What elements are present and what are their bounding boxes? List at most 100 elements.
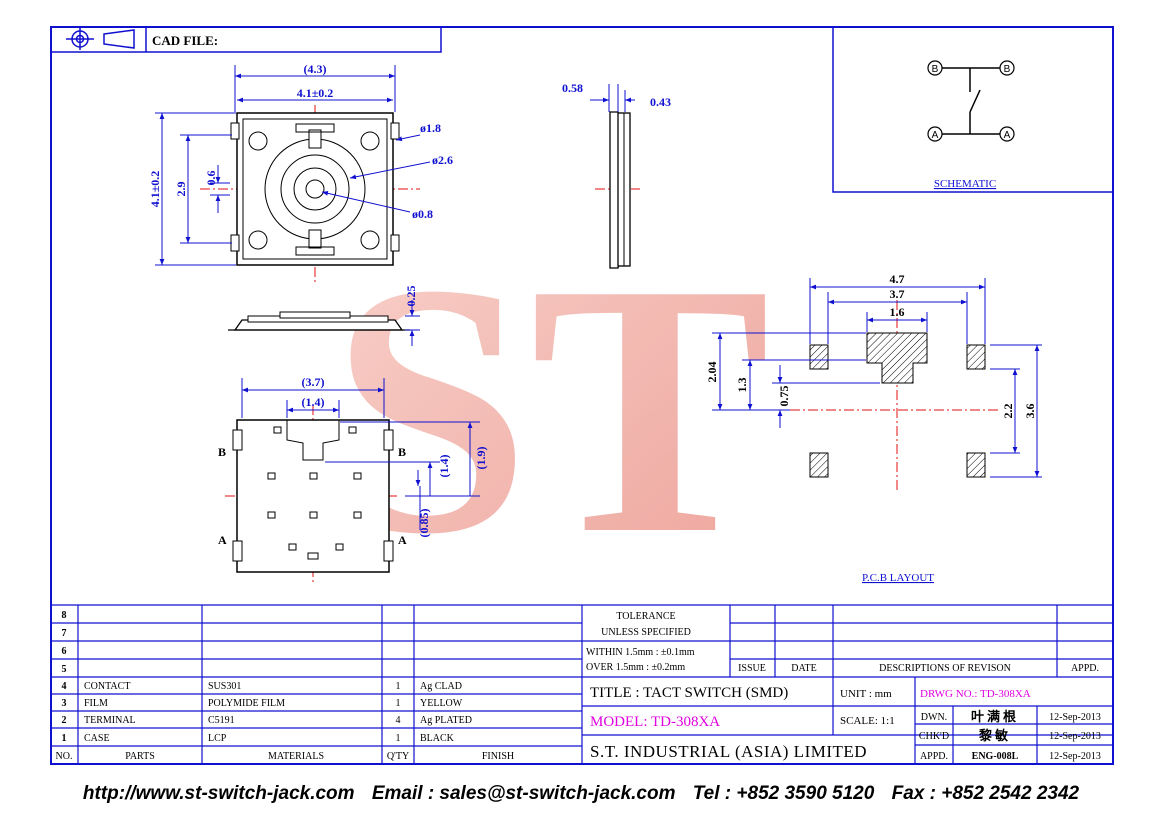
website-link[interactable]: http://www.st-switch-jack.com bbox=[82, 783, 355, 804]
dim-pcb-2-2: 2.2 bbox=[1001, 404, 1015, 419]
revision-block: TOLERANCE UNLESS SPECIFIED WITHIN 1.5mm … bbox=[582, 605, 1113, 677]
dim-pcb-3-6: 3.6 bbox=[1023, 404, 1037, 419]
side-view: 0.58 0.43 bbox=[562, 81, 671, 269]
pin-b-label: B bbox=[1004, 64, 1011, 75]
bom-header-finish: FINISH bbox=[482, 751, 514, 762]
dwn-date: 12-Sep-2013 bbox=[1049, 712, 1101, 723]
st-watermark: ST bbox=[330, 209, 770, 608]
bom-cell-finish: Ag PLATED bbox=[420, 715, 472, 726]
dim-pcb-2-04: 2.04 bbox=[705, 362, 719, 383]
dwn-name: 叶满根 bbox=[971, 709, 1019, 724]
pin-label-b-left: B bbox=[218, 445, 226, 459]
dim-front-terminal-span: 2.9 bbox=[174, 182, 188, 197]
contact-footer: http://www.st-switch-jack.com Email : sa… bbox=[0, 774, 1162, 818]
pin-a-left: A bbox=[927, 126, 943, 142]
dim-front-width-ref: (4.3) bbox=[304, 62, 327, 76]
bom-cell-part: CASE bbox=[84, 733, 110, 744]
pin-a-right: A bbox=[999, 126, 1015, 142]
dim-dia-0-8: ø0.8 bbox=[412, 207, 433, 221]
dim-pcb-1-6: 1.6 bbox=[890, 305, 905, 319]
pin-a-label: A bbox=[932, 130, 939, 141]
dim-pcb-0-75: 0.75 bbox=[777, 386, 791, 407]
dwn-label: DWN. bbox=[921, 712, 947, 723]
bom-cell-no: 6 bbox=[62, 646, 67, 657]
company-name: S.T. INDUSTRIAL (ASIA) LIMITED bbox=[590, 742, 867, 761]
bom-header-qty: Q'TY bbox=[387, 751, 409, 762]
bottom-view: (3.7) (1.4) (1.4) (1.9) (0.85) B B A A bbox=[218, 375, 488, 585]
pin-b-label: B bbox=[932, 64, 939, 75]
dim-pcb-4-7: 4.7 bbox=[890, 272, 905, 286]
bom-cell-no: 1 bbox=[62, 733, 67, 744]
cad-file-label: CAD FILE: bbox=[152, 33, 218, 48]
pin-a-label: A bbox=[1004, 130, 1011, 141]
tolerance-subtitle: UNLESS SPECIFIED bbox=[601, 627, 691, 638]
technical-drawing: CAD FILE: ST B B A A SCHEMATIC bbox=[50, 26, 1114, 765]
revision-date-header: DATE bbox=[791, 663, 817, 674]
scale-text: SCALE: 1:1 bbox=[840, 715, 895, 727]
bom-cell-material: SUS301 bbox=[208, 681, 241, 692]
tolerance-over: OVER 1.5mm : ±0.2mm bbox=[586, 662, 685, 673]
bom-cell-finish: Ag CLAD bbox=[420, 681, 462, 692]
tolerance-title: TOLERANCE bbox=[616, 611, 675, 622]
appd-date: 12-Sep-2013 bbox=[1049, 751, 1101, 762]
bom-table: 8 7 6 5 4 CONTACT SUS301 1 Ag CLAD 3 FILM POLYMIDE … bbox=[51, 604, 1113, 764]
chk-date: 12-Sep-2013 bbox=[1049, 731, 1101, 742]
bom-cell-material: POLYMIDE FILM bbox=[208, 698, 285, 709]
fax: Fax : +852 2542 2342 bbox=[891, 783, 1080, 804]
bom-header-materials: MATERIALS bbox=[268, 751, 324, 762]
watermark-text: ST bbox=[330, 209, 770, 608]
pin-label-a-left: A bbox=[218, 533, 227, 547]
dim-bottom-width: (3.7) bbox=[302, 375, 325, 389]
pcb-layout-title: P.C.B LAYOUT bbox=[862, 572, 934, 584]
dim-bottom-1-4: (1.4) bbox=[437, 455, 451, 478]
dim-side-0-43: 0.43 bbox=[650, 95, 671, 109]
bom-cell-qty: 1 bbox=[396, 733, 401, 744]
bom-cell-no: 7 bbox=[62, 628, 67, 639]
pin-label-a-right: A bbox=[398, 533, 407, 547]
dim-front-height: 4.1±0.2 bbox=[148, 171, 162, 208]
bom-cell-no: 3 bbox=[62, 698, 67, 709]
dim-bottom-0-85: (0.85) bbox=[417, 509, 431, 538]
bom-cell-material: LCP bbox=[208, 733, 227, 744]
bom-cell-material: C5191 bbox=[208, 715, 235, 726]
tolerance-within: WITHIN 1.5mm : ±0.1mm bbox=[586, 647, 695, 658]
telephone: Tel : +852 3590 5120 bbox=[692, 783, 875, 804]
front-view: (4.3) 4.1±0.2 4.1±0.2 2.9 0.6 ø1.8 ø2.6 … bbox=[148, 62, 453, 285]
bottom-profile: 0.25 bbox=[228, 286, 420, 346]
model-text: MODEL: TD-308XA bbox=[590, 714, 720, 730]
dim-bottom-slot: (1.4) bbox=[302, 395, 325, 409]
drawing-number: DRWG NO.: TD-308XA bbox=[920, 688, 1031, 700]
revision-issue-header: ISSUE bbox=[738, 663, 766, 674]
header-box: CAD FILE: bbox=[50, 26, 442, 53]
chk-name: 黎敏 bbox=[979, 728, 1011, 743]
unit-text: UNIT : mm bbox=[840, 688, 892, 700]
dim-dia-2-6: ø2.6 bbox=[432, 153, 453, 167]
dim-pcb-3-7: 3.7 bbox=[890, 287, 905, 301]
title-text: TITLE : TACT SWITCH (SMD) bbox=[590, 685, 788, 701]
dim-bottom-1-9: (1.9) bbox=[474, 447, 488, 470]
bom-cell-no: 2 bbox=[62, 715, 67, 726]
bom-cell-no: 8 bbox=[62, 610, 67, 621]
bom-cell-qty: 1 bbox=[396, 681, 401, 692]
schematic-panel: B B A A SCHEMATIC bbox=[832, 26, 1114, 193]
bom-header-parts: PARTS bbox=[125, 751, 155, 762]
bom-header-no: NO. bbox=[56, 751, 73, 762]
bom-cell-qty: 4 bbox=[396, 715, 401, 726]
dim-thickness: 0.25 bbox=[404, 286, 418, 307]
dim-side-0-58: 0.58 bbox=[562, 81, 583, 95]
bom-cell-finish: BLACK bbox=[420, 733, 455, 744]
dim-dia-1-8: ø1.8 bbox=[420, 121, 441, 135]
projection-symbol-icon bbox=[66, 28, 135, 50]
dim-front-small: 0.6 bbox=[204, 171, 218, 186]
bom-cell-finish: YELLOW bbox=[420, 698, 463, 709]
email-link[interactable]: Email : sales@st-switch-jack.com bbox=[371, 783, 676, 804]
pin-label-b-right: B bbox=[398, 445, 406, 459]
bom-cell-part: FILM bbox=[84, 698, 108, 709]
bom-cell-no: 5 bbox=[62, 664, 67, 675]
pcb-layout: 4.7 3.7 1.6 2.04 1.3 0.75 2.2 3.6 P.C.B … bbox=[705, 272, 1042, 584]
bom-cell-no: 4 bbox=[62, 681, 67, 692]
schematic-title: SCHEMATIC bbox=[934, 178, 996, 190]
revision-appd-header: APPD. bbox=[1071, 663, 1099, 674]
chk-label: CHK'D bbox=[919, 731, 949, 742]
bom-cell-part: CONTACT bbox=[84, 681, 130, 692]
